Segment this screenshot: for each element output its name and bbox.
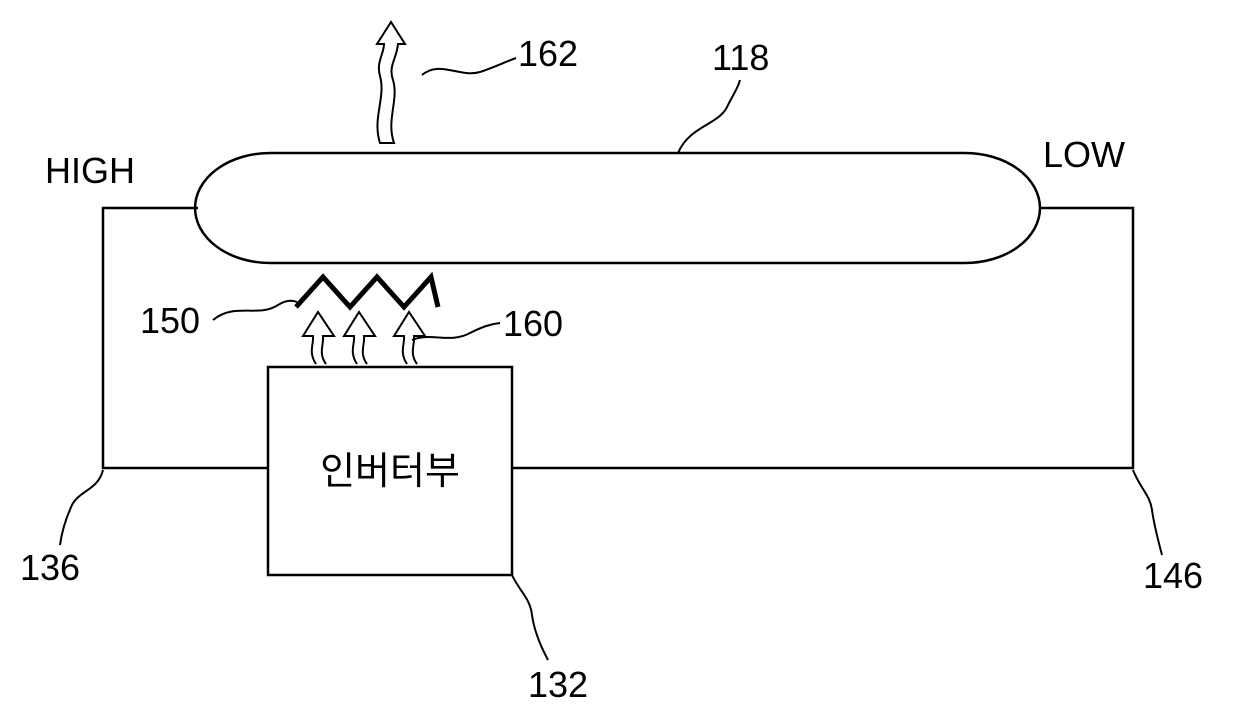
leader-162 <box>422 58 516 75</box>
heater-zigzag <box>296 277 438 307</box>
leader-132 <box>512 575 548 660</box>
emission-arrow <box>377 22 405 143</box>
ref-132: 132 <box>528 664 588 705</box>
heat-arrow-1 <box>303 312 334 364</box>
inverter-box-label: 인버터부 <box>320 449 460 493</box>
leader-118 <box>678 80 740 153</box>
leader-136 <box>60 470 103 545</box>
ref-150: 150 <box>140 300 200 341</box>
leader-150 <box>213 301 297 320</box>
high-label: HIGH <box>45 150 135 191</box>
ref-162: 162 <box>518 33 578 74</box>
low-label: LOW <box>1043 134 1125 175</box>
low-side-wire <box>512 208 1133 468</box>
leader-146 <box>1133 470 1162 555</box>
ref-118: 118 <box>712 37 769 78</box>
ref-160: 160 <box>503 303 563 344</box>
heat-arrow-2 <box>344 312 375 364</box>
ref-136: 136 <box>20 547 80 588</box>
heat-arrows <box>303 312 425 364</box>
leader-160 <box>412 323 500 340</box>
ref-146: 146 <box>1143 555 1203 596</box>
lamp-tube <box>195 153 1040 263</box>
